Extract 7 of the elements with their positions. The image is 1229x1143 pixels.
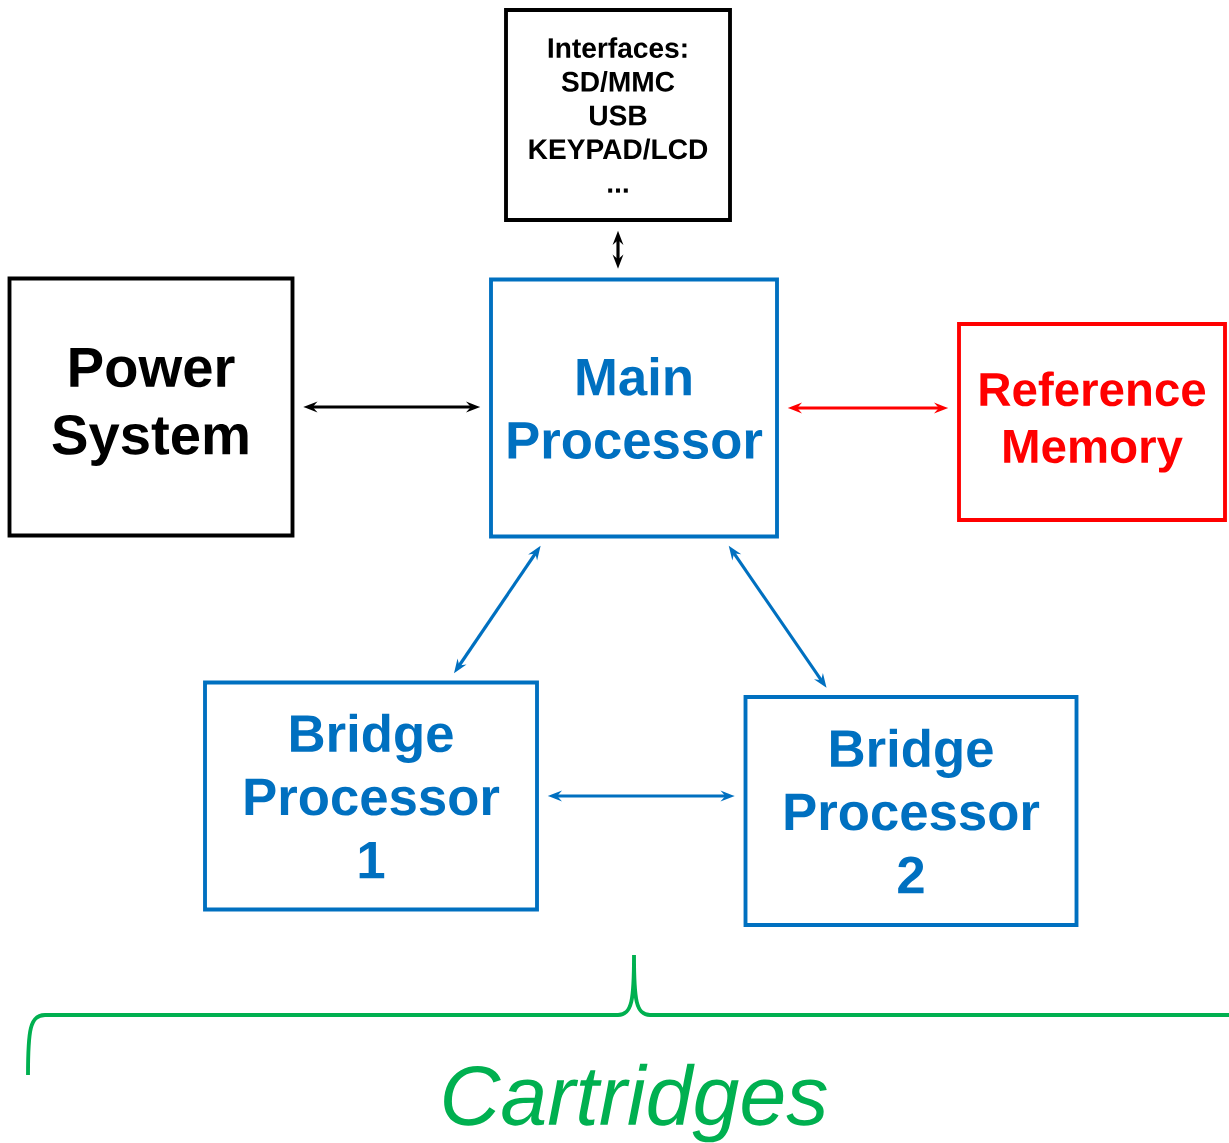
brace-label: Cartridges bbox=[444, 1063, 827, 1143]
processor-box: Bridge Processor 2 bbox=[743, 695, 1079, 927]
power-box: Power System bbox=[7, 276, 295, 538]
interface-box: Interfaces: SD/MMC USB KEYPAD/LCD ... bbox=[504, 8, 732, 222]
processor-box: Bridge Processor 1 bbox=[203, 680, 539, 912]
processor-box: Main Processor bbox=[489, 277, 779, 539]
memory-box: Reference Memory bbox=[957, 322, 1227, 522]
